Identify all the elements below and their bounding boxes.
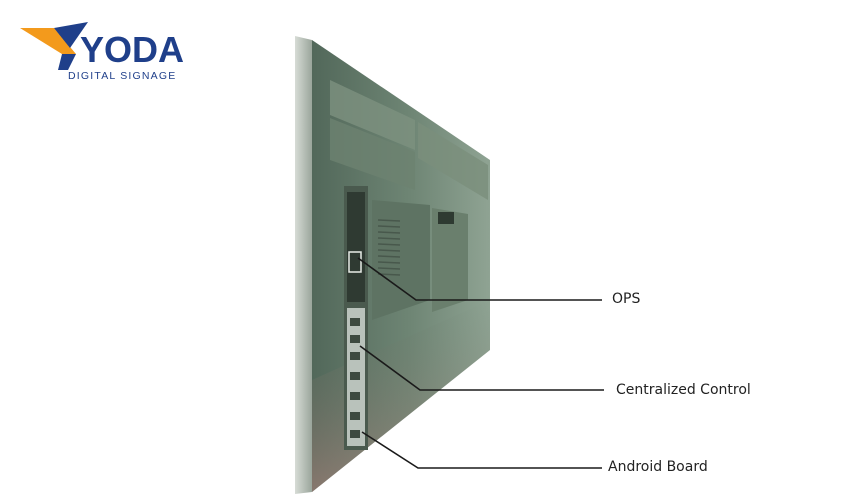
android-board-leader-line <box>361 431 602 469</box>
top-rib <box>330 80 415 150</box>
centralized-control-leader-line <box>359 345 604 391</box>
vent-block <box>372 200 430 320</box>
callout-android-board: Android Board <box>608 459 708 475</box>
display-bezel <box>295 36 312 494</box>
logo-wing-icon <box>20 22 88 70</box>
callout-centralized-control: Centralized Control <box>616 382 751 398</box>
brand-logo: YODA DIGITAL SIGNAGE <box>18 18 188 88</box>
logo-tagline: DIGITAL SIGNAGE <box>68 70 177 82</box>
logo-wordmark: YODA <box>80 29 185 70</box>
callout-ops: OPS <box>612 291 641 307</box>
ops-leader-line <box>357 257 602 301</box>
